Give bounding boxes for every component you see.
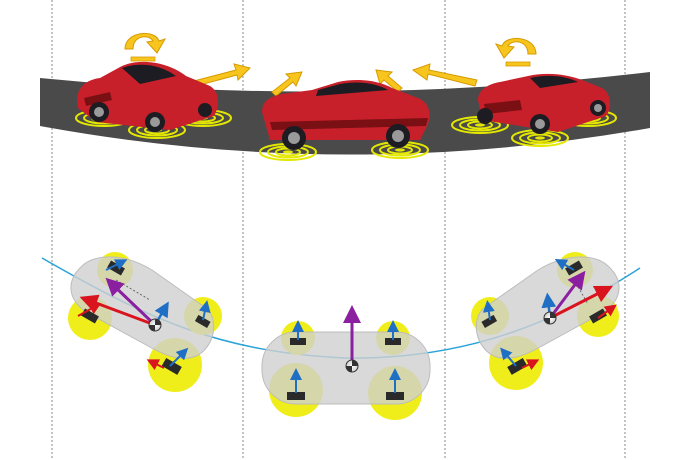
direction-arrow-icon [375,69,403,93]
car-right [477,73,611,134]
tire-icon [287,338,404,400]
resultant-force-arrow [105,277,157,327]
resultant-force-arrow [548,270,586,319]
top-view-car-middle [261,305,431,420]
rotation-arrow-icon [494,38,537,67]
rotation-arrow-icon [124,33,167,62]
lateral-force-arrow [549,285,614,320]
center-of-gravity-icon [148,318,162,332]
car-middle [262,80,430,150]
top-view-car-right [471,252,620,390]
direction-arrow-icon [411,63,478,87]
top-view-car-left [68,252,222,392]
center-of-gravity-icon [543,311,557,325]
car-left [77,61,219,132]
direction-arrow-icon [271,71,303,97]
center-of-gravity-icon [345,359,359,373]
